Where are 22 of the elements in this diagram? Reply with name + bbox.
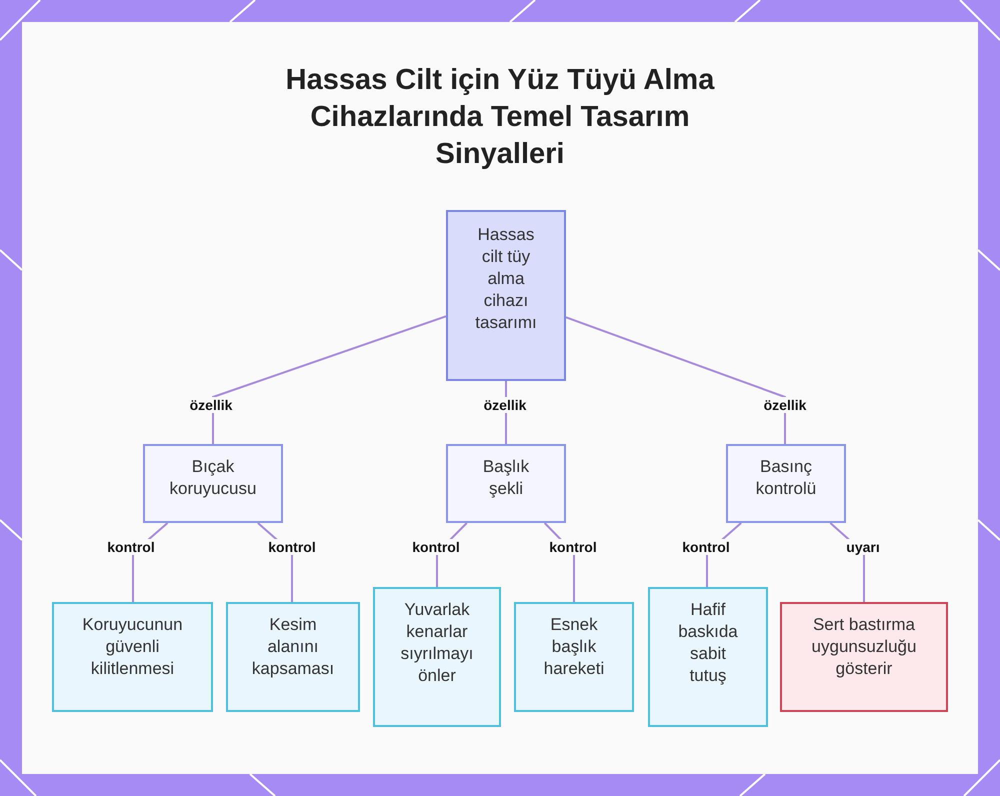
edge-label: özellik	[762, 397, 808, 413]
control-box: Hafif baskıda sabit tutuş	[648, 587, 768, 727]
root-box: Hassas cilt tüy alma cihazı tasarımı	[446, 210, 566, 381]
feature-box: Basınç kontrolü	[726, 444, 846, 523]
warning-box: Sert bastırma uygunsuzluğu gösterir	[780, 602, 948, 712]
control-box: Koruyucunun güvenli kilitlenmesi	[52, 602, 213, 712]
diagram-title: Hassas Cilt için Yüz Tüyü Alma Cihazlarında Temel Tasarım Sinyalleri	[284, 63, 716, 172]
connector-line	[212, 315, 446, 444]
edge-label: kontrol	[548, 539, 598, 555]
edge-label: kontrol	[411, 539, 461, 555]
control-box: Esnek başlık hareketi	[514, 602, 634, 712]
feature-box: Başlık şekli	[446, 444, 566, 523]
edge-label: özellik	[482, 397, 528, 413]
edge-label: kontrol	[106, 539, 156, 555]
edge-label: kontrol	[681, 539, 731, 555]
edge-label: kontrol	[267, 539, 317, 555]
edge-label: uyarı	[845, 539, 881, 555]
edge-label: özellik	[188, 397, 234, 413]
control-box: Yuvarlak kenarlar sıyrılmayı önler	[373, 587, 501, 727]
control-box: Kesim alanını kapsaması	[226, 602, 360, 712]
connector-line	[566, 316, 786, 444]
feature-box: Bıçak koruyucusu	[143, 444, 283, 523]
